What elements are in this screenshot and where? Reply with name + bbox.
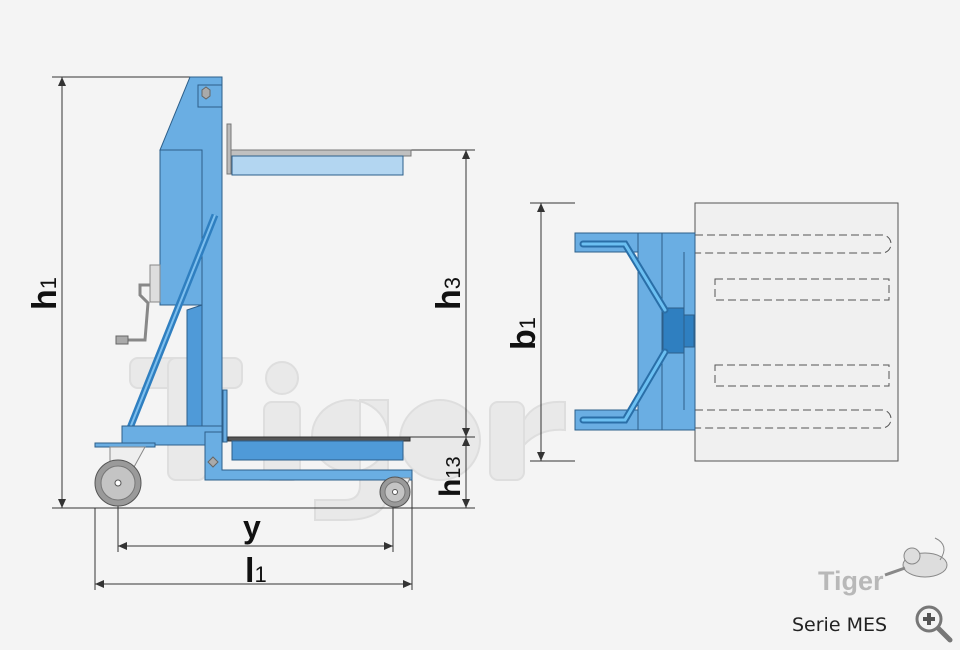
dim-label-h13: h13	[434, 456, 467, 497]
arrowheads	[58, 77, 545, 588]
fork-carriage-top	[231, 155, 404, 176]
pulley-bolt	[201, 86, 211, 100]
mast-housing	[159, 149, 203, 306]
tiger-logo-mark	[884, 537, 948, 578]
dim-label-b1: b1	[505, 317, 543, 350]
load-outline	[694, 202, 899, 462]
fork-top	[230, 149, 412, 157]
zoom-in-button[interactable]	[914, 604, 954, 644]
dim-label-h3: h3	[430, 277, 468, 310]
magnifier-plus-icon	[915, 605, 953, 643]
dim-label-y: y	[243, 509, 261, 545]
fork-carriage-bottom	[231, 440, 404, 461]
pallet-slots	[695, 234, 892, 429]
stacker-top-view	[574, 202, 899, 462]
chassis	[204, 431, 413, 481]
dim-label-l1: l1	[245, 552, 267, 590]
series-caption: Serie MES	[792, 614, 888, 636]
crank-handle	[120, 283, 150, 342]
fork-bottom	[227, 436, 411, 442]
tiger-logo: Tiger	[818, 566, 884, 596]
dim-label-h1: h1	[26, 277, 64, 310]
stacker-side-view	[94, 76, 413, 508]
